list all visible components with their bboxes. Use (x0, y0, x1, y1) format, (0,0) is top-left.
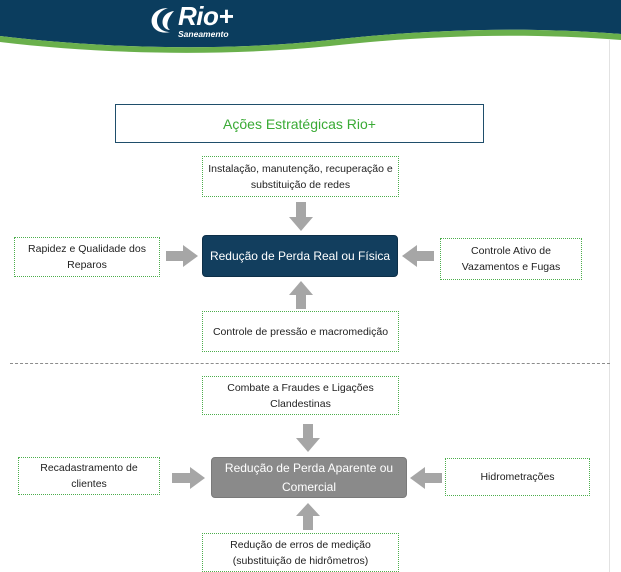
section-divider (10, 363, 610, 364)
arrow-down-icon (289, 202, 313, 231)
apparent-left-action-box: Recadastramento de clientes (18, 457, 160, 495)
real-right-action-box: Controle Ativo de Vazamentos e Fugas (440, 238, 582, 280)
arrow-up-icon (296, 503, 320, 530)
arrow-right-icon (166, 245, 198, 267)
apparent-top-action-box: Combate a Fraudes e Ligações Clandestina… (202, 376, 399, 415)
arrow-up-icon (289, 281, 313, 309)
apparent-loss-center-node: Redução de Perda Aparente ou Comercial (211, 457, 407, 498)
real-bottom-action-box: Controle de pressão e macromedição (202, 311, 399, 352)
logo-wordmark: Rio+ (178, 1, 234, 31)
real-loss-center-node: Redução de Perda Real ou Física (202, 235, 398, 277)
page-edge-line (609, 40, 610, 572)
diagram-title: Ações Estratégicas Rio+ (115, 104, 484, 143)
real-top-action-box: Instalação, manutenção, recuperação e su… (202, 156, 399, 197)
header-banner: Rio+ Saneamento (0, 0, 621, 58)
logo-swoosh-icon (151, 8, 174, 33)
logo-subtitle: Saneamento (178, 29, 229, 39)
arrow-down-icon (296, 424, 320, 452)
arrow-right-icon (172, 467, 205, 489)
arrow-left-icon (402, 245, 434, 267)
header-wave-graphic (0, 0, 621, 53)
arrow-left-icon (410, 467, 442, 489)
real-left-action-box: Rapidez e Qualidade dos Reparos (14, 237, 160, 277)
apparent-right-action-box: Hidrometrações (445, 458, 590, 496)
apparent-bottom-action-box: Redução de erros de medição (substituiçã… (202, 533, 399, 572)
